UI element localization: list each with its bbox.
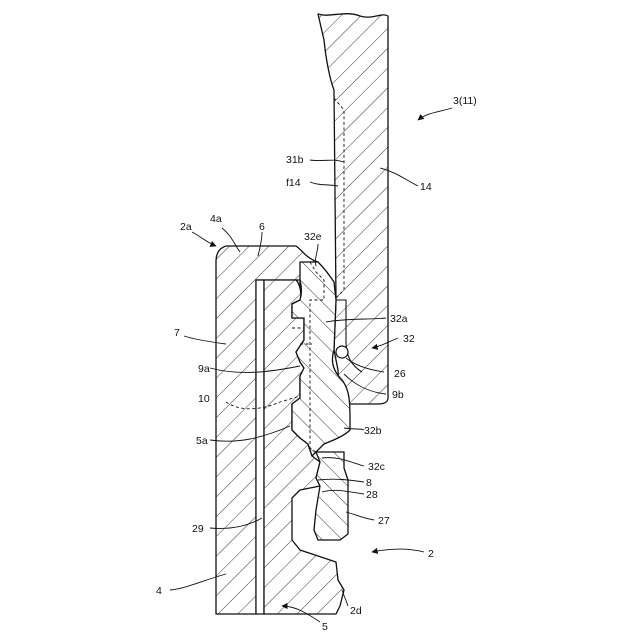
label-4: 4 [156,585,162,597]
label-27: 27 [378,515,390,527]
label-28: 28 [366,489,378,501]
label-2: 2 [428,548,434,560]
label-10: 10 [198,393,210,405]
label-5a: 5a [196,435,208,447]
label-7: 7 [174,327,180,339]
label-9b: 9b [392,389,404,401]
label-f14: f14 [286,177,301,189]
leader-2a [192,232,216,246]
label-32e: 32e [304,231,322,243]
label-3-11: 3(11) [453,95,477,107]
label-32a: 32a [390,313,408,325]
label-2a: 2a [180,221,192,233]
channel-29 [256,280,264,614]
label-2d: 2d [350,605,362,617]
label-29: 29 [192,523,204,535]
label-32c: 32c [368,461,385,473]
leader-3-11 [418,108,452,120]
label-14: 14 [420,181,432,193]
label-32: 32 [403,333,415,345]
label-32b: 32b [364,425,382,437]
lower-lip-27 [314,452,348,540]
label-26: 26 [394,368,406,380]
label-31b: 31b [286,154,304,166]
label-8: 8 [366,477,372,489]
leader-f14 [310,182,338,186]
leader-2d [342,590,348,606]
label-6: 6 [259,221,265,233]
leader-27 [346,512,374,520]
label-4a: 4a [210,213,222,225]
label-5: 5 [322,621,328,633]
leader-2 [372,549,424,552]
label-9a: 9a [198,363,210,375]
groove-26 [336,346,348,358]
